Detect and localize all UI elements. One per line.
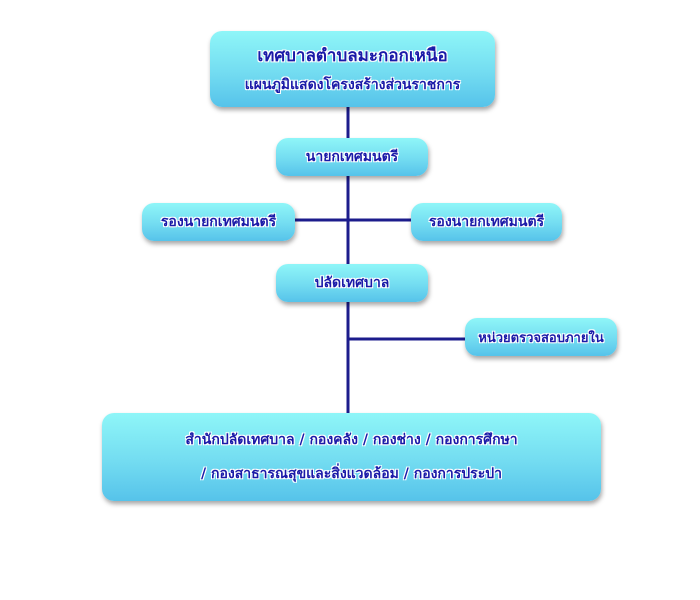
divisions-line-2: / กองสาธารณสุขและสิ่งแวดล้อม / กองการประ… — [201, 466, 502, 482]
divisions-box: สำนักปลัดเทศบาล / กองคลัง / กองช่าง / กอ… — [102, 413, 601, 501]
title-box: เทศบาลตำบลมะกอกเหนือ แผนภูมิแสดงโครงสร้า… — [210, 31, 495, 107]
deputy-mayor-left-label: รองนายกเทศมนตรี — [160, 214, 277, 230]
deputy-mayor-right-label: รองนายกเทศมนตรี — [428, 214, 545, 230]
mayor-box: นายกเทศมนตรี — [276, 138, 428, 176]
mayor-label: นายกเทศมนตรี — [305, 149, 399, 165]
municipal-clerk-label: ปลัดเทศบาล — [314, 275, 390, 291]
internal-audit-box: หน่วยตรวจสอบภายใน — [465, 318, 617, 356]
deputy-mayor-right-box: รองนายกเทศมนตรี — [411, 203, 562, 241]
municipal-clerk-box: ปลัดเทศบาล — [276, 264, 428, 302]
internal-audit-label: หน่วยตรวจสอบภายใน — [478, 330, 604, 346]
chart-title: เทศบาลตำบลมะกอกเหนือ — [257, 46, 448, 66]
chart-subtitle: แผนภูมิแสดงโครงสร้างส่วนราชการ — [244, 77, 461, 93]
divisions-line-1: สำนักปลัดเทศบาล / กองคลัง / กองช่าง / กอ… — [185, 432, 518, 448]
deputy-mayor-left-box: รองนายกเทศมนตรี — [142, 203, 295, 241]
